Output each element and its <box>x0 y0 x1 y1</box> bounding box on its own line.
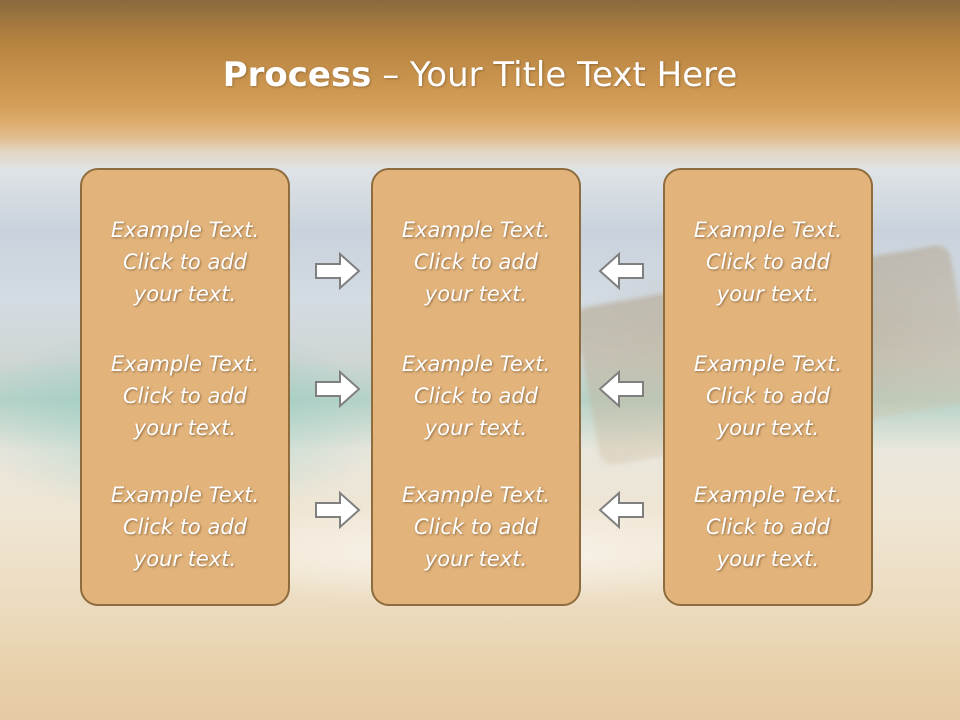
text-placeholder[interactable]: Example Text. Click to add your text. <box>401 483 551 571</box>
text-placeholder[interactable]: Example Text. Click to add your text. <box>693 218 843 306</box>
text-placeholder[interactable]: Example Text. Click to add your text. <box>401 218 551 306</box>
process-column-left: Example Text. Click to add your text. Ex… <box>80 168 290 606</box>
text-placeholder[interactable]: Example Text. Click to add your text. <box>110 352 260 440</box>
text-placeholder[interactable]: Example Text. Click to add your text. <box>110 218 260 306</box>
slide-title-bold: Process <box>222 55 372 95</box>
title-band <box>0 0 960 150</box>
arrow-right-icon <box>314 369 362 409</box>
arrow-right-icon <box>314 251 362 291</box>
slide-title-rest: – Your Title Text Here <box>371 55 738 95</box>
process-column-center: Example Text. Click to add your text. Ex… <box>371 168 581 606</box>
arrow-left-icon <box>597 369 645 409</box>
text-placeholder[interactable]: Example Text. Click to add your text. <box>401 352 551 440</box>
process-column-right: Example Text. Click to add your text. Ex… <box>663 168 873 606</box>
arrow-left-icon <box>597 490 645 530</box>
arrow-left-icon <box>597 251 645 291</box>
text-placeholder[interactable]: Example Text. Click to add your text. <box>110 483 260 571</box>
text-placeholder[interactable]: Example Text. Click to add your text. <box>693 483 843 571</box>
arrow-right-icon <box>314 490 362 530</box>
text-placeholder[interactable]: Example Text. Click to add your text. <box>693 352 843 440</box>
slide-title[interactable]: Process – Your Title Text Here <box>0 52 960 98</box>
